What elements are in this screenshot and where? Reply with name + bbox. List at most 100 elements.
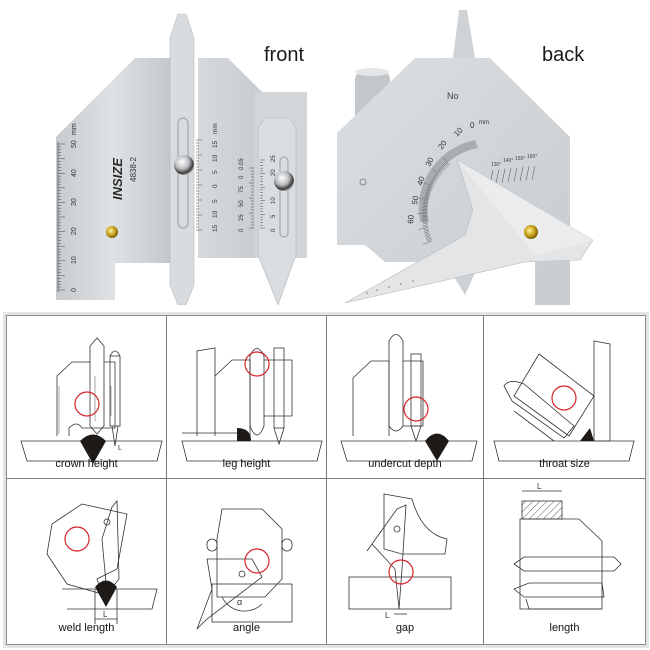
- slider-scale-ticks: [196, 139, 202, 231]
- back-photo: No 0 mm 10 20 30 40 50 60 130° 140° 150°…: [325, 0, 650, 305]
- scale-label: 20: [271, 169, 277, 176]
- tick-mark: [525, 166, 530, 181]
- tick-mark: [432, 178, 437, 182]
- l-marker: L: [537, 482, 542, 491]
- usage-diagram-panel: L crown height L le: [6, 315, 646, 645]
- scale-label: 0: [239, 228, 245, 232]
- front-photo: 0 10 20 30 40 50 mm INSIZE 4838-2 15 10 …: [0, 0, 325, 305]
- highlight-circle: [551, 385, 577, 411]
- scale-label: 130°: [491, 162, 501, 168]
- scale-label: 5: [212, 170, 219, 174]
- tick-mark: [422, 205, 428, 208]
- tick-mark: [422, 240, 433, 245]
- tick-mark: [423, 229, 429, 232]
- l-marker: L: [385, 611, 390, 620]
- scale-ticks: [58, 376, 112, 434]
- caption: undercut depth: [368, 458, 442, 470]
- scale-label: 60: [406, 214, 416, 224]
- tick-mark: [513, 167, 518, 182]
- tick-mark: [424, 232, 430, 235]
- tick-mark: [422, 225, 428, 228]
- diagram-cell-crown-height: L crown height: [7, 316, 167, 479]
- vernier-scale-labels: 0 25 50 75 0 0.05: [239, 158, 245, 232]
- back-label: back: [542, 44, 585, 66]
- scale-label: 10: [271, 197, 277, 204]
- pointer-scale-ticks: [260, 159, 265, 229]
- scale-label: 40: [415, 175, 426, 187]
- l-marker: L: [118, 445, 122, 452]
- scale-label: 30: [424, 155, 436, 167]
- tick-mark: [440, 166, 445, 171]
- diagram-cell-undercut-depth: undercut depth: [327, 316, 484, 479]
- caption: throat size: [539, 458, 590, 470]
- tick-mark: [424, 197, 430, 199]
- tick-mark: [425, 235, 431, 238]
- tick-mark: [425, 236, 431, 239]
- front-label: front: [264, 44, 305, 66]
- scale-label: 15: [212, 140, 219, 148]
- model-number: 4838-2: [129, 157, 138, 182]
- main-body: [56, 58, 170, 300]
- tick-mark: [426, 190, 432, 193]
- tick-mark: [423, 200, 429, 202]
- diagram-cell-leg-height: L leg height: [167, 316, 327, 479]
- scale-label: 75: [239, 186, 245, 193]
- slider-knob: [174, 155, 194, 175]
- tick-mark: [424, 231, 430, 234]
- brass-rivet: [106, 226, 118, 238]
- arm-dots: [366, 280, 414, 294]
- scale-label: 0: [212, 184, 219, 188]
- scale-label: 50: [239, 200, 245, 207]
- scale-label: 25: [271, 155, 277, 162]
- scale-label: 0: [239, 175, 245, 179]
- pivot-arm: [344, 159, 594, 304]
- main-scale-ticks: [58, 143, 65, 291]
- back-gauge-illustration: No 0 mm 10 20 30 40 50 60 130° 140° 150°…: [337, 10, 594, 305]
- tick-mark: [443, 164, 447, 169]
- tick-mark: [422, 223, 428, 225]
- tick-mark: [501, 168, 506, 183]
- caption: leg height: [222, 458, 271, 470]
- weld-bead: [80, 434, 106, 464]
- tick-mark: [422, 204, 428, 206]
- scale-unit: mm: [71, 123, 78, 135]
- scale-unit: mm: [479, 120, 489, 126]
- tick-mark: [495, 169, 500, 184]
- scale-label: 15: [212, 224, 219, 232]
- scale-unit: mm: [212, 123, 219, 134]
- scale-label: 25: [239, 214, 245, 221]
- scale-label: 0: [470, 121, 475, 130]
- tick-mark: [434, 174, 439, 178]
- weld-bead: [425, 433, 449, 461]
- angle-diagram-icon: α: [196, 508, 293, 630]
- front-gauge-illustration: 0 10 20 30 40 50 mm INSIZE 4838-2 15 10 …: [56, 13, 307, 305]
- tick-mark: [425, 191, 431, 194]
- tick-mark: [429, 183, 434, 187]
- tick-mark: [437, 170, 442, 175]
- tick-mark: [435, 173, 440, 177]
- brand-text: INSIZE: [110, 158, 125, 200]
- alpha-marker: α: [237, 597, 242, 607]
- tick-mark: [429, 182, 435, 185]
- tick-mark: [427, 187, 433, 190]
- scale-label: 0: [271, 228, 277, 232]
- highlight-circle: [403, 396, 429, 422]
- tick-mark: [439, 167, 445, 172]
- scale-label: 150°: [515, 156, 525, 162]
- tick-mark: [426, 237, 432, 241]
- tick-mark: [424, 182, 434, 188]
- caption: length: [549, 622, 580, 634]
- tick-mark: [433, 175, 439, 179]
- tick-mark: [507, 168, 512, 183]
- usage-diagram-grid: L crown height L le: [7, 316, 645, 644]
- scale-label: 10: [212, 154, 219, 162]
- scale-label: 10: [212, 210, 219, 218]
- tick-mark: [422, 221, 428, 223]
- caption: angle: [233, 622, 260, 634]
- scale-label: 5: [212, 199, 219, 203]
- diagram-cell-angle: α angle: [167, 479, 327, 644]
- caption: crown height: [55, 458, 118, 470]
- gap-diagram-icon: L: [348, 493, 452, 620]
- scale-label: 40: [71, 169, 78, 177]
- tick-mark: [424, 195, 430, 198]
